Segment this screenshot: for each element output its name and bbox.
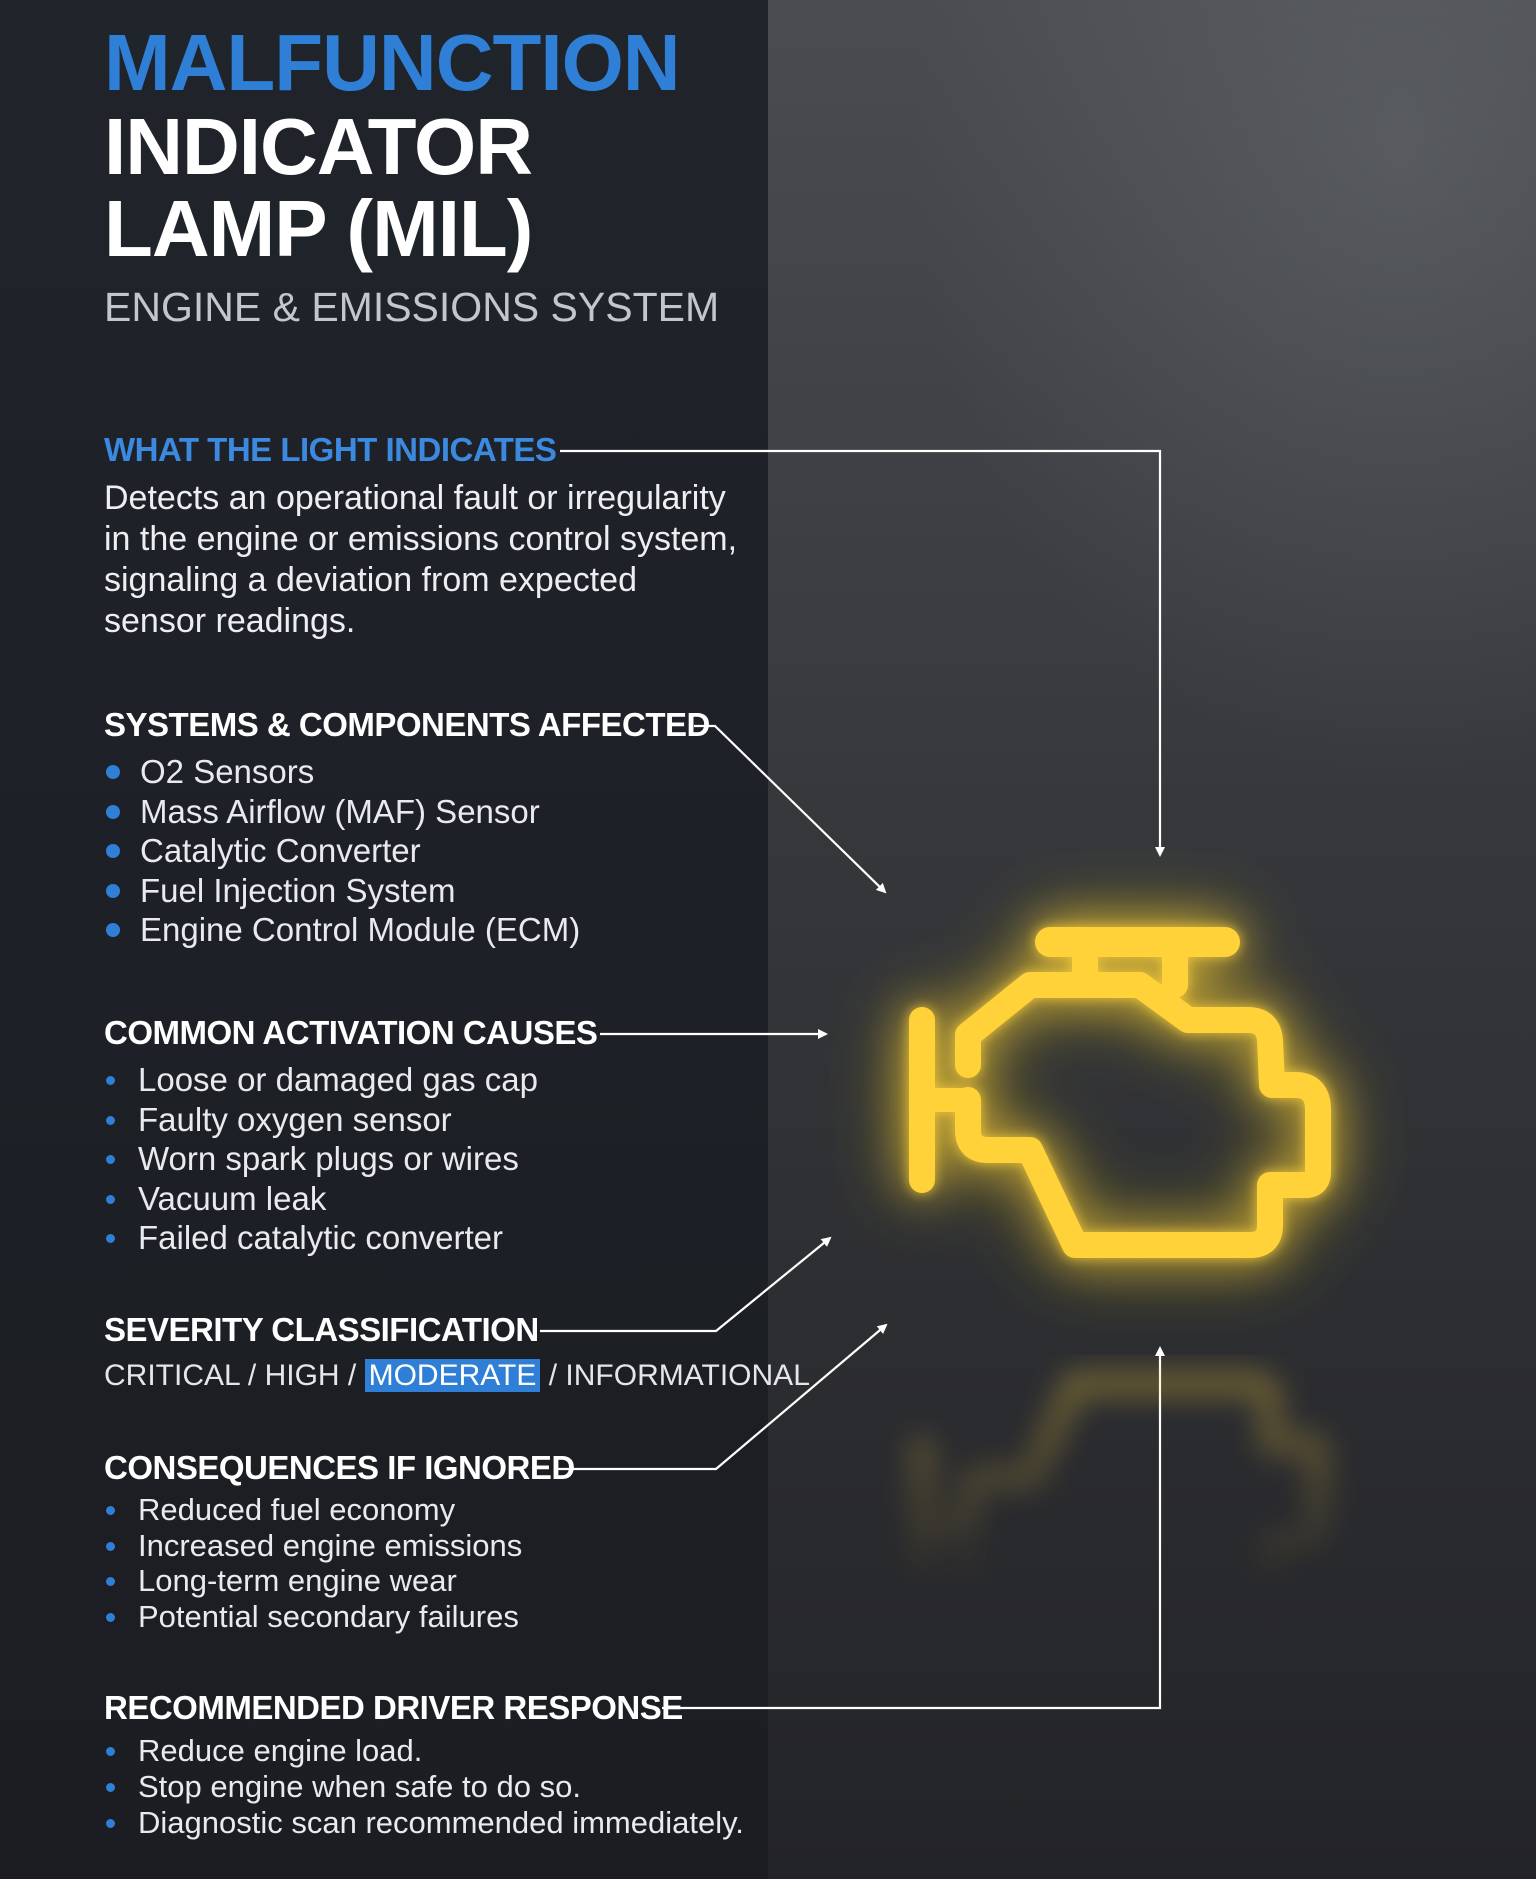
info-panel: [0, 0, 768, 1879]
separator: /: [339, 1359, 365, 1392]
severity-moderate: MODERATE: [364, 1359, 541, 1392]
consequences-list: Reduced fuel economy Increased engine em…: [104, 1492, 522, 1634]
list-item: Failed catalytic converter: [104, 1218, 538, 1258]
severity-critical: CRITICAL: [104, 1359, 240, 1392]
list-item: Reduced fuel economy: [104, 1492, 522, 1528]
severity-informational: INFORMATIONAL: [565, 1359, 810, 1392]
arrow-severity: [540, 1236, 832, 1333]
list-item: Reduce engine load.: [104, 1733, 744, 1769]
separator: /: [239, 1359, 265, 1392]
heading-driver-response: RECOMMENDED DRIVER RESPONSE: [104, 1689, 683, 1726]
callout-arrows: [540, 449, 1165, 1710]
list-item: Stop engine when safe to do so.: [104, 1769, 744, 1805]
list-item: Loose or damaged gas cap: [104, 1060, 538, 1100]
heading-activation-causes: COMMON ACTIVATION CAUSES: [104, 1014, 598, 1051]
separator: /: [540, 1359, 566, 1392]
list-item: Engine Control Module (ECM): [104, 910, 580, 950]
list-item: Faulty oxygen sensor: [104, 1100, 538, 1140]
arrow-consequences: [558, 1323, 888, 1471]
systems-list: O2 Sensors Mass Airflow (MAF) Sensor Cat…: [104, 752, 580, 950]
title-line-3: LAMP (MIL): [104, 184, 533, 273]
list-item: O2 Sensors: [104, 752, 580, 792]
arrow-systems: [694, 724, 887, 894]
list-item: Fuel Injection System: [104, 871, 580, 911]
icon-reflection: [922, 1385, 1318, 1688]
list-item: Catalytic Converter: [104, 831, 580, 871]
arrow-indicates: [560, 449, 1165, 857]
heading-systems-affected: SYSTEMS & COMPONENTS AFFECTED: [104, 706, 710, 743]
heading-severity: SEVERITY CLASSIFICATION: [104, 1311, 539, 1348]
list-item: Potential secondary failures: [104, 1599, 522, 1635]
list-item: Diagnostic scan recommended immediately.: [104, 1805, 744, 1841]
title-line-1: MALFUNCTION: [104, 18, 681, 107]
list-item: Worn spark plugs or wires: [104, 1139, 538, 1179]
arrow-response: [662, 1346, 1165, 1710]
severity-high: HIGH: [264, 1359, 340, 1392]
response-list: Reduce engine load. Stop engine when saf…: [104, 1733, 744, 1841]
title-line-2: INDICATOR: [104, 102, 533, 191]
causes-list: Loose or damaged gas cap Faulty oxygen s…: [104, 1060, 538, 1258]
subtitle: ENGINE & EMISSIONS SYSTEM: [104, 284, 720, 330]
heading-what-light-indicates: WHAT THE LIGHT INDICATES: [104, 431, 557, 468]
list-item: Mass Airflow (MAF) Sensor: [104, 792, 580, 832]
list-item: Increased engine emissions: [104, 1528, 522, 1564]
list-item: Vacuum leak: [104, 1179, 538, 1219]
check-engine-icon: [922, 927, 1318, 1245]
heading-consequences: CONSEQUENCES IF IGNORED: [104, 1449, 575, 1486]
severity-scale: CRITICAL / HIGH / MODERATE / INFORMATION…: [104, 1356, 810, 1396]
list-item: Long-term engine wear: [104, 1563, 522, 1599]
indicates-description: Detects an operational fault or irregula…: [104, 479, 738, 640]
